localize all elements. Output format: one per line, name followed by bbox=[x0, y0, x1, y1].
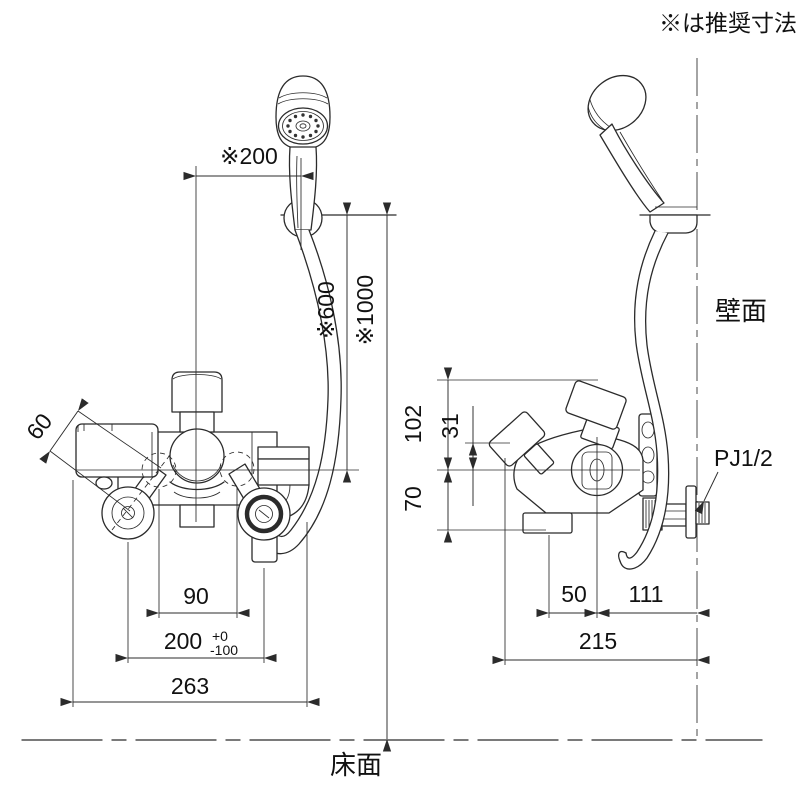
dim-label-lower-height: 70 bbox=[400, 486, 426, 512]
shower-handle-front bbox=[288, 146, 318, 231]
shower-handle-side bbox=[599, 123, 665, 213]
label-pipe-thread: PJ1/2 bbox=[714, 445, 773, 471]
right-mounting-leg bbox=[237, 487, 291, 541]
temperature-knob-front bbox=[169, 371, 225, 499]
side-upper-knob bbox=[565, 380, 627, 450]
label-wall-surface: 壁面 bbox=[715, 296, 767, 326]
shower-head-front bbox=[275, 75, 331, 150]
dim-label-spout-pitch: 50 bbox=[561, 581, 587, 607]
dim-label-overall-depth: 215 bbox=[579, 628, 617, 654]
dim-label-center-to-wall: 111 bbox=[629, 581, 664, 607]
shower-head-side bbox=[587, 74, 647, 132]
dimensions bbox=[39, 171, 719, 752]
dim-label-leg-pitch-tol-upper: +0 bbox=[212, 628, 228, 644]
note-recommended-dims: ※は推奨寸法 bbox=[659, 10, 797, 36]
faucet-body-side bbox=[488, 380, 710, 539]
side-left-knob bbox=[488, 411, 555, 475]
right-pipe-center-circle bbox=[219, 451, 255, 487]
dim-label-leg-pitch: 200 bbox=[164, 628, 202, 654]
dim-label-upper-height: 102 bbox=[400, 405, 426, 443]
dim-label-pipe-pitch: 90 bbox=[183, 583, 209, 609]
thread-pj12 bbox=[695, 501, 710, 525]
dim-label-overall-width: 263 bbox=[171, 673, 209, 699]
front-view bbox=[75, 75, 397, 563]
dim-label-hanger-height: ※1000 bbox=[352, 275, 378, 345]
left-mounting-leg bbox=[101, 486, 155, 540]
dim-label-hanger-offset: ※200 bbox=[220, 143, 278, 169]
bottom-port bbox=[179, 504, 215, 528]
shower-hose-side bbox=[618, 230, 670, 570]
side-spout-flange bbox=[522, 512, 573, 534]
shower-hanger-side bbox=[639, 206, 711, 234]
side-view bbox=[437, 74, 711, 618]
dim-label-hanger-to-center: ※600 bbox=[313, 281, 339, 339]
dim-label-leg-offset: 60 bbox=[21, 408, 57, 444]
dim-label-leg-pitch-tol-lower: -100 bbox=[210, 642, 238, 658]
spray-nozzles bbox=[286, 113, 320, 139]
shower-hose-front bbox=[268, 229, 342, 555]
dim-label-spout-offset: 31 bbox=[437, 413, 463, 439]
label-floor-surface: 床面 bbox=[330, 750, 382, 780]
